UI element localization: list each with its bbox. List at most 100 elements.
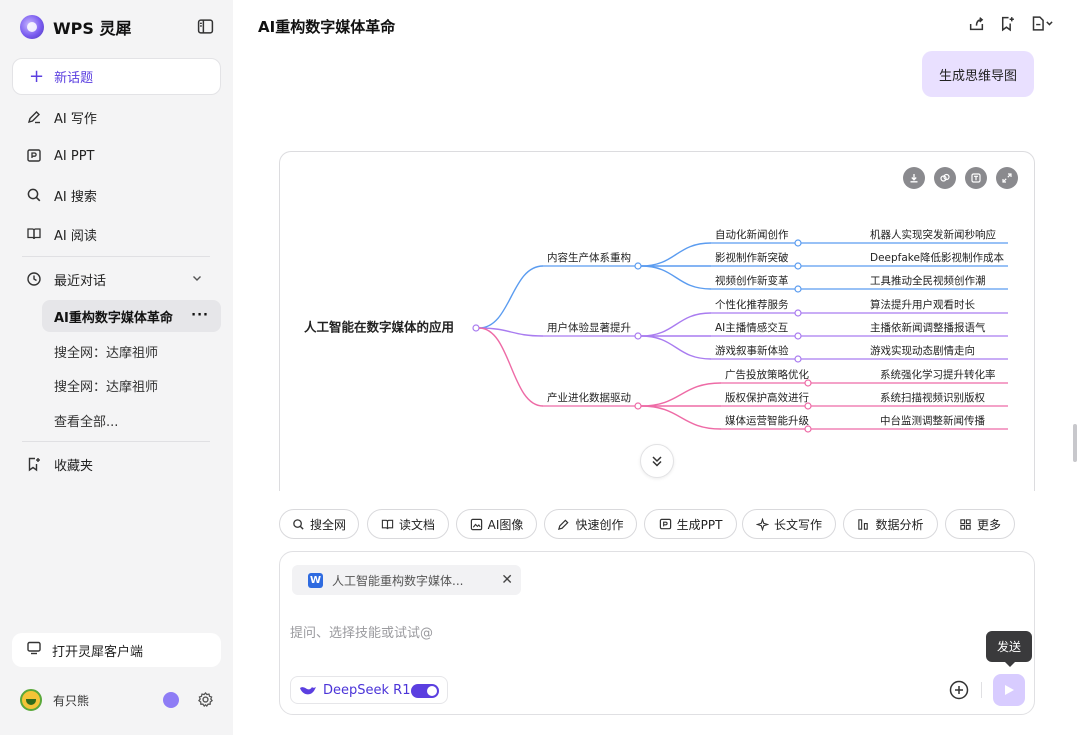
chip-label: 快速创作 bbox=[575, 517, 624, 532]
deep-think-toggle[interactable] bbox=[411, 684, 439, 698]
text-edit-icon[interactable] bbox=[965, 167, 987, 189]
top-actions bbox=[968, 15, 1054, 32]
mindmap-leaf: 机器人实现突发新闻秒响应 bbox=[870, 228, 996, 241]
chevron-down-icon[interactable] bbox=[191, 272, 203, 284]
user-message-bubble: 生成思维导图 bbox=[922, 51, 1034, 97]
model-selector[interactable]: DeepSeek R1 bbox=[290, 676, 448, 704]
more-options-icon[interactable]: ··· bbox=[191, 308, 209, 323]
sparkle-icon bbox=[755, 517, 769, 531]
chip-more[interactable]: 更多 bbox=[945, 509, 1015, 539]
node-dot bbox=[794, 332, 802, 340]
nav-ai-search[interactable]: AI 搜索 bbox=[12, 178, 221, 212]
chip-read-doc[interactable]: 读文档 bbox=[367, 509, 449, 539]
mindmap-child: 个性化推荐服务 bbox=[715, 298, 789, 311]
mindmap-leaf: 算法提升用户观看时长 bbox=[870, 298, 975, 311]
mindmap-leaf: 游戏实现动态剧情走向 bbox=[870, 344, 975, 357]
view-all-label: 查看全部... bbox=[54, 414, 119, 430]
link-badge-icon[interactable] bbox=[163, 692, 179, 708]
search-icon bbox=[292, 518, 305, 531]
mindmap-child: AI主播情感交互 bbox=[715, 321, 788, 334]
book-icon bbox=[381, 518, 394, 531]
chip-label: 更多 bbox=[976, 517, 1001, 532]
mindmap-card: 人工智能在数字媒体的应用内容生产体系重构自动化新闻创作机器人实现突发新闻秒响应影… bbox=[279, 151, 1035, 491]
add-circle-icon[interactable] bbox=[948, 679, 970, 701]
child-connector bbox=[640, 382, 722, 407]
recent-item[interactable]: 搜全网：达摩祖师 bbox=[42, 369, 221, 401]
nav-label: AI 写作 bbox=[54, 111, 97, 127]
user-row: 有只熊 bbox=[20, 686, 220, 714]
download-icon[interactable] bbox=[903, 167, 925, 189]
clock-icon bbox=[26, 271, 42, 287]
brand[interactable]: WPS 灵犀 bbox=[20, 14, 131, 40]
expand-down-button[interactable] bbox=[640, 444, 674, 478]
pen-icon bbox=[26, 109, 42, 125]
sidebar-collapse-icon[interactable] bbox=[197, 18, 214, 35]
chip-label: 搜全网 bbox=[309, 517, 346, 532]
chip-quick-create[interactable]: 快速创作 bbox=[544, 509, 637, 539]
nav-favorites[interactable]: 收藏夹 bbox=[12, 447, 221, 481]
chip-label: 生成PPT bbox=[676, 517, 723, 532]
branch-connector bbox=[478, 327, 544, 407]
send-tooltip: 发送 bbox=[986, 631, 1032, 667]
attachment-chip[interactable]: W 人工智能重构数字媒体... ✕ bbox=[292, 565, 521, 595]
nav-ai-writing[interactable]: AI 写作 bbox=[12, 100, 221, 134]
mindmap-leaf: 工具推动全民视频创作潮 bbox=[870, 274, 986, 287]
child-connector bbox=[640, 265, 712, 290]
mindmap-leaf: 系统扫描视频识别版权 bbox=[880, 391, 985, 404]
share-icon[interactable] bbox=[968, 15, 985, 32]
node-dot bbox=[804, 425, 812, 433]
export-document-icon[interactable] bbox=[1030, 15, 1054, 32]
fullscreen-icon[interactable] bbox=[996, 167, 1018, 189]
nav-label: 收藏夹 bbox=[54, 458, 94, 474]
view-all-link[interactable]: 查看全部... bbox=[42, 404, 221, 436]
page-title: AI重构数字媒体革命 bbox=[258, 18, 396, 36]
nav-label: AI 阅读 bbox=[54, 228, 97, 244]
node-dot bbox=[804, 402, 812, 410]
node-dot bbox=[794, 239, 802, 247]
close-icon[interactable]: ✕ bbox=[501, 572, 513, 588]
sidebar-divider bbox=[22, 256, 210, 257]
chip-search-web[interactable]: 搜全网 bbox=[279, 509, 359, 539]
node-dot bbox=[634, 332, 642, 340]
scrollbar-thumb[interactable] bbox=[1073, 424, 1077, 462]
node-dot bbox=[794, 285, 802, 293]
child-connector bbox=[640, 405, 722, 430]
send-icon bbox=[1005, 685, 1014, 695]
node-dot bbox=[794, 355, 802, 363]
plus-icon: + bbox=[29, 65, 45, 87]
open-client-button[interactable]: 打开灵犀客户端 bbox=[12, 633, 221, 667]
recent-item[interactable]: 搜全网：达摩祖师 bbox=[42, 335, 221, 367]
child-connector bbox=[640, 312, 712, 337]
mindmap-child: 视频创作新变革 bbox=[715, 274, 789, 287]
branch-connector bbox=[478, 327, 544, 337]
user-name: 有只熊 bbox=[53, 693, 90, 708]
send-button[interactable] bbox=[993, 674, 1025, 706]
nav-ai-ppt[interactable]: AI PPT bbox=[12, 139, 221, 173]
mindmap-toolbar bbox=[903, 167, 1018, 189]
chip-generate-ppt[interactable]: 生成PPT bbox=[644, 509, 737, 539]
mindmap-leaf: 系统强化学习提升转化率 bbox=[880, 368, 996, 381]
bookmark-add-icon[interactable] bbox=[999, 15, 1016, 32]
nav-ai-reading[interactable]: AI 阅读 bbox=[12, 217, 221, 251]
chart-icon bbox=[857, 518, 870, 531]
model-name: DeepSeek R1 bbox=[323, 682, 411, 698]
chip-ai-image[interactable]: AI图像 bbox=[456, 509, 537, 539]
book-icon bbox=[26, 226, 42, 242]
recent-conversations-header[interactable]: 最近对话 bbox=[12, 262, 221, 296]
child-connector bbox=[640, 242, 712, 267]
new-chat-button[interactable]: + 新话题 bbox=[12, 58, 221, 95]
mindmap-branch: 用户体验显著提升 bbox=[547, 321, 631, 334]
avatar[interactable] bbox=[20, 689, 42, 711]
node-dot bbox=[472, 324, 480, 332]
nav-label: AI 搜索 bbox=[54, 189, 97, 205]
chip-long-writing[interactable]: 长文写作 bbox=[742, 509, 836, 539]
mindmap-child: 自动化新闻创作 bbox=[715, 228, 789, 241]
mindmap-leaf: 中台监测调整新闻传播 bbox=[880, 414, 985, 427]
copy-icon[interactable] bbox=[934, 167, 956, 189]
chip-data-analysis[interactable]: 数据分析 bbox=[843, 509, 938, 539]
child-connector bbox=[640, 335, 712, 360]
prompt-input[interactable] bbox=[290, 622, 890, 644]
open-client-label: 打开灵犀客户端 bbox=[52, 644, 144, 660]
gear-icon[interactable] bbox=[197, 691, 214, 708]
recent-item-active[interactable]: AI重构数字媒体革命 ··· bbox=[42, 300, 221, 332]
